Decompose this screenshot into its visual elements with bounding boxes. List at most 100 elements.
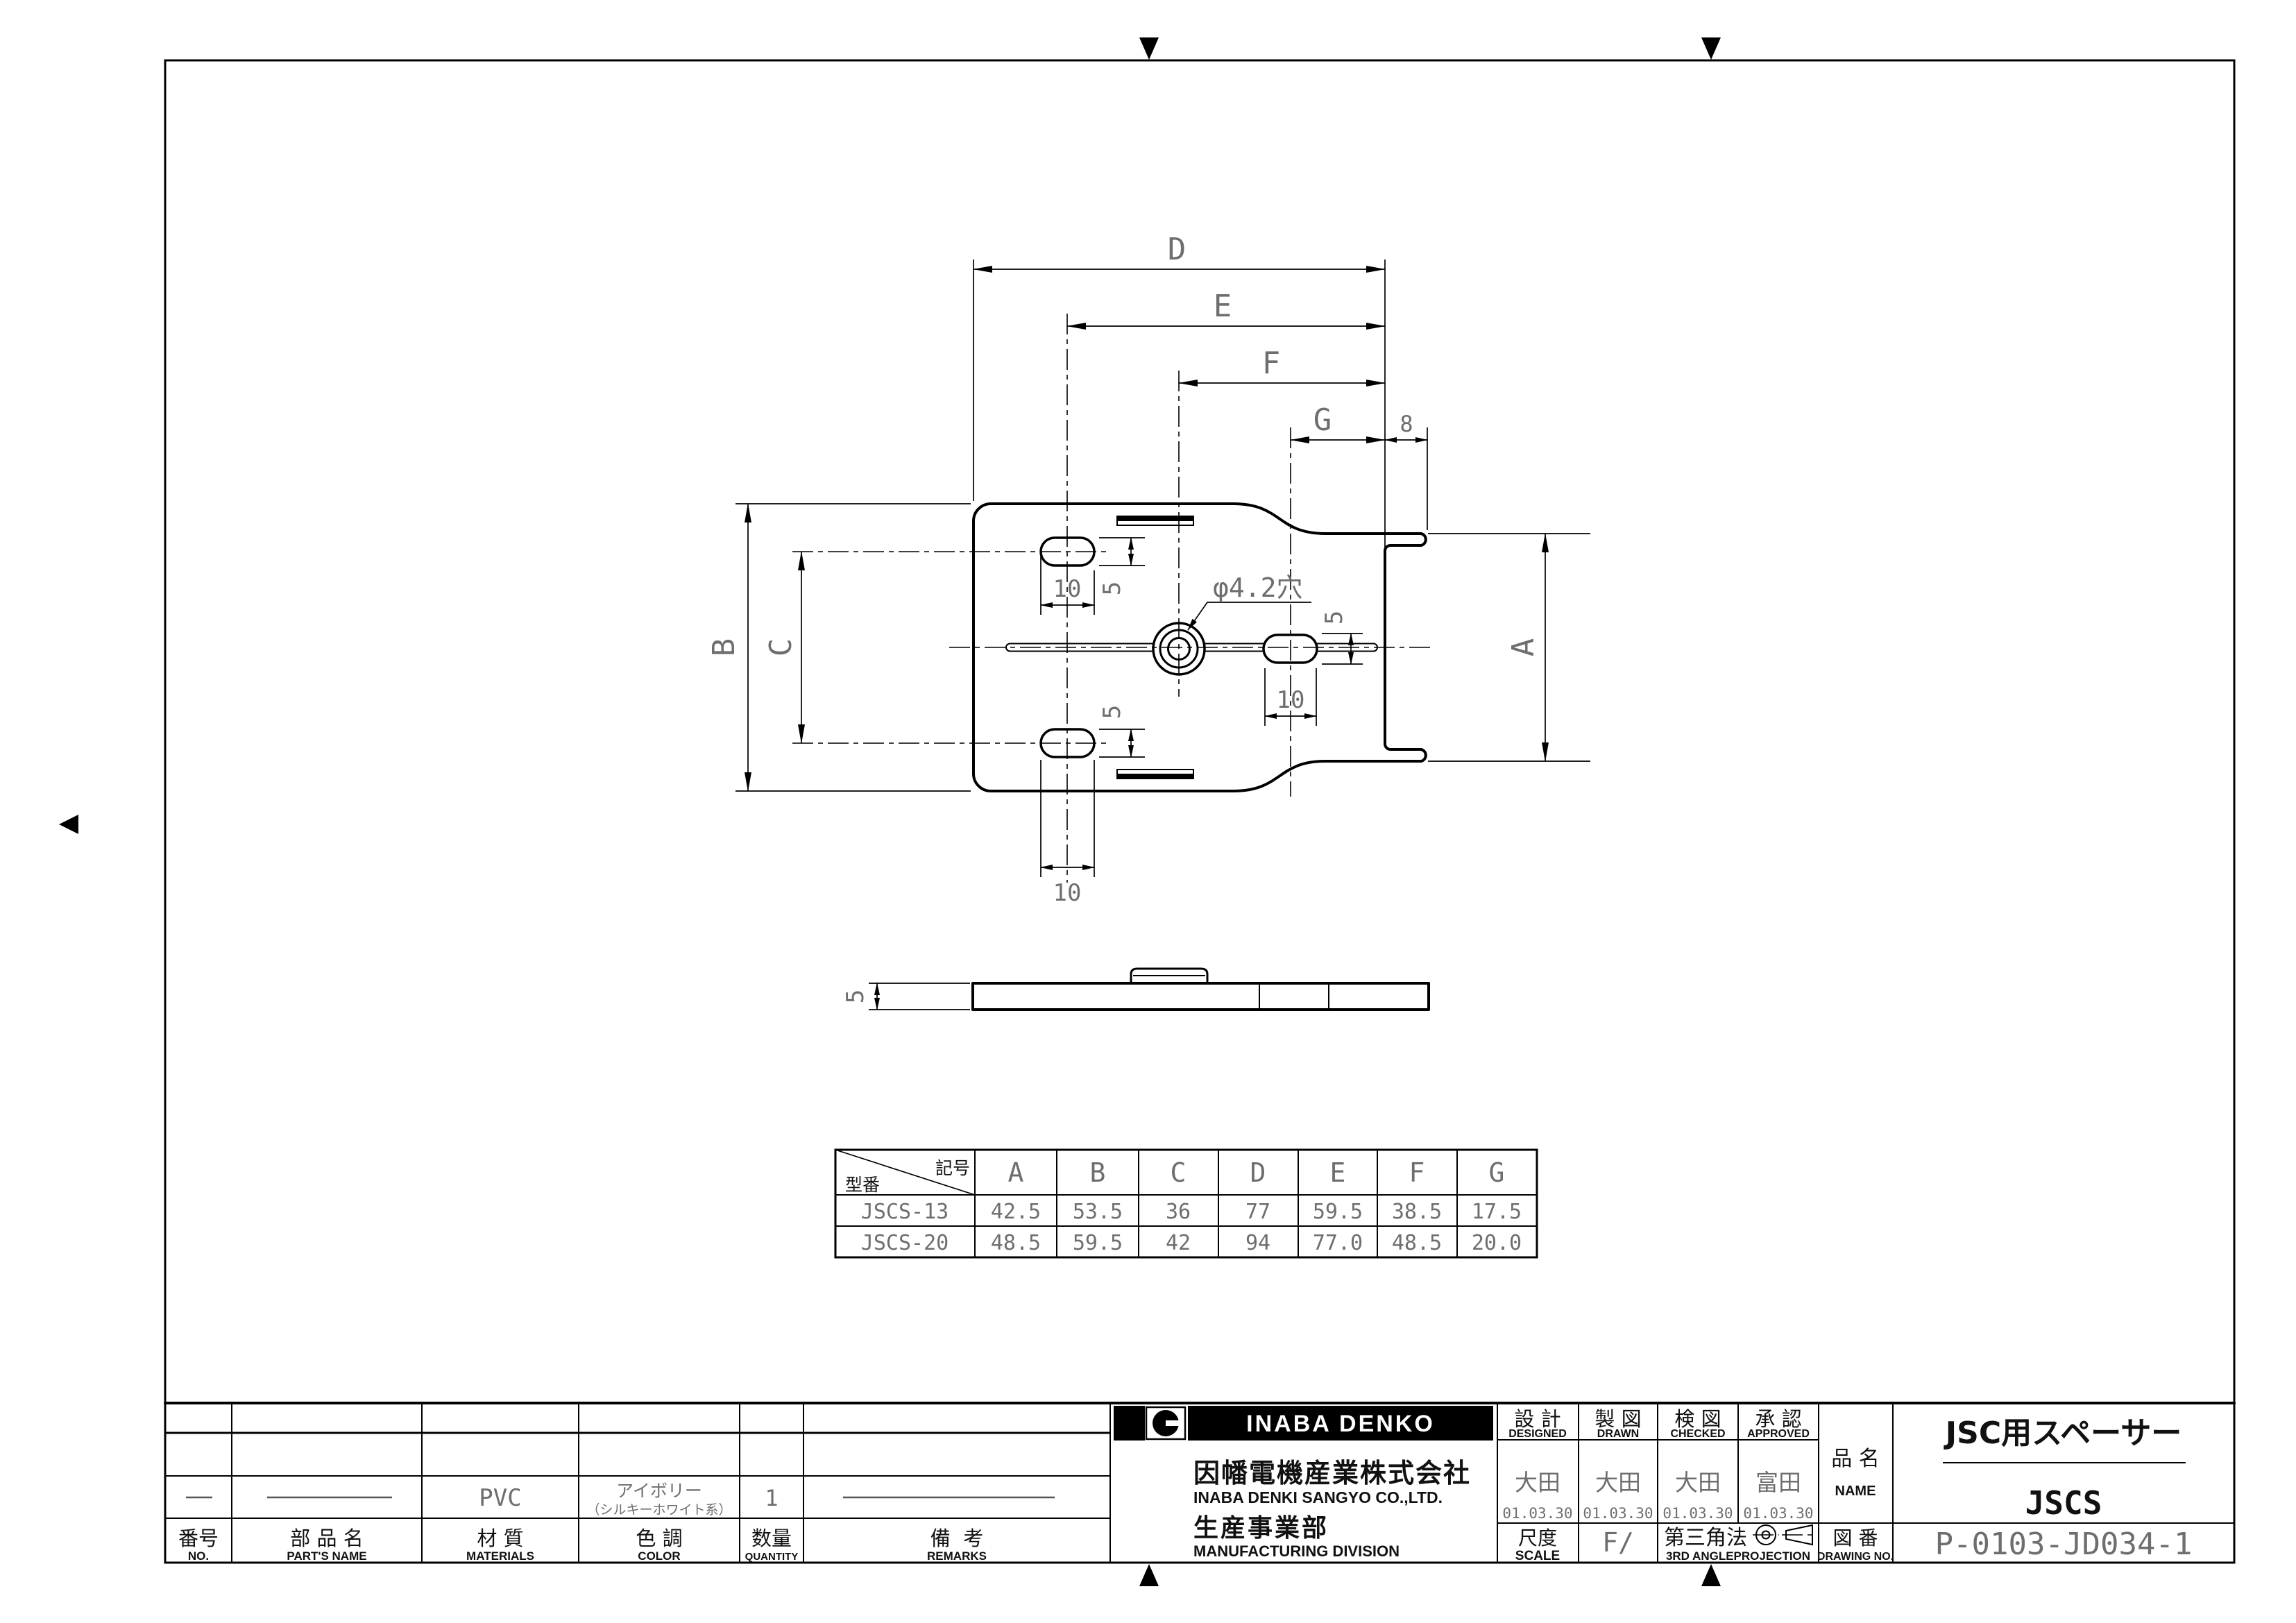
svg-text:77.0: 77.0 — [1313, 1231, 1363, 1255]
designed-label-en: DESIGNED — [1508, 1428, 1567, 1440]
model-jscs-13: JSCS-13 — [861, 1200, 949, 1224]
company-name-jp: 因幡電機産業株式会社 — [1193, 1458, 1471, 1488]
dim-label-5-right: 5 — [1320, 611, 1348, 624]
col-header-B: B — [1090, 1157, 1106, 1188]
hole-callout-label: φ4.2穴 — [1213, 572, 1303, 603]
dimension-lines — [745, 266, 1549, 870]
svg-text:59.5: 59.5 — [1313, 1200, 1363, 1224]
parts-row-material: PVC — [479, 1484, 521, 1512]
svg-text:42.5: 42.5 — [991, 1200, 1041, 1224]
parts-header-materials-en: MATERIALS — [466, 1549, 534, 1563]
drawing-number: P-0103-JD034-1 — [1935, 1527, 2193, 1562]
parts-header-no-en: NO. — [188, 1549, 209, 1563]
parts-table: PVC アイボリー （シルキーホワイト系） 1 番号 NO. 部 品 名 PAR… — [178, 1481, 1055, 1563]
parts-row-color-1: アイボリー — [616, 1481, 702, 1501]
col-header-G: G — [1489, 1157, 1505, 1188]
checked-name: 大田 — [1675, 1469, 1721, 1496]
product-title: JSC用スペーサー — [1944, 1416, 2182, 1451]
sheet-frame — [59, 37, 2236, 1586]
drawn-label-jp: 製 図 — [1595, 1407, 1641, 1431]
dim-label-10-top-left: 10 — [1053, 575, 1082, 603]
division-jp: 生産事業部 — [1193, 1514, 1329, 1543]
parts-header-quantity-jp: 数量 — [751, 1527, 792, 1550]
checked-label-en: CHECKED — [1670, 1428, 1725, 1440]
registration-mark-left-icon — [59, 815, 78, 834]
drawn-label-en: DRAWN — [1597, 1428, 1639, 1440]
part-outline — [972, 502, 1427, 792]
product-code: JSCS — [2025, 1484, 2102, 1522]
parts-header-name-jp: 部 品 名 — [290, 1527, 363, 1550]
parts-row-quantity: 1 — [765, 1485, 778, 1511]
drawn-date: 01.03.30 — [1583, 1505, 1653, 1522]
svg-text:20.0: 20.0 — [1472, 1231, 1522, 1255]
scale-label-en: SCALE — [1515, 1549, 1560, 1563]
hole-callout: φ4.2穴 — [1187, 572, 1311, 631]
drawn-name: 大田 — [1595, 1469, 1641, 1496]
dim-label-a: A — [1506, 638, 1541, 657]
registration-mark-top-left-icon — [1139, 37, 1159, 60]
dim-label-5-thickness: 5 — [842, 989, 869, 1003]
table-row: JSCS-13 42.5 53.5 36 77 59.5 38.5 17.5 — [861, 1200, 1522, 1224]
dim-label-b: B — [706, 638, 742, 657]
table-corner-symbol: 記号 — [935, 1158, 970, 1178]
top-slit-hole — [1116, 516, 1194, 526]
designed-date: 01.03.30 — [1502, 1505, 1572, 1522]
svg-text:17.5: 17.5 — [1472, 1200, 1522, 1224]
registration-mark-top-right-icon — [1701, 37, 1721, 60]
dim-label-8: 8 — [1400, 411, 1413, 437]
dim-label-c: C — [763, 638, 799, 657]
svg-text:38.5: 38.5 — [1392, 1200, 1442, 1224]
approved-date: 01.03.30 — [1743, 1505, 1813, 1522]
parts-header-remarks-jp: 備 考 — [930, 1527, 983, 1550]
designed-label-jp: 設 計 — [1514, 1407, 1561, 1431]
svg-text:36: 36 — [1166, 1200, 1191, 1224]
company-name-en: INABA DENKI SANGYO CO.,LTD. — [1193, 1488, 1443, 1506]
dim-label-5-bottom-left: 5 — [1098, 705, 1126, 719]
svg-text:53.5: 53.5 — [1073, 1200, 1123, 1224]
center-lines — [792, 314, 1434, 883]
parts-header-name-en: PART'S NAME — [287, 1549, 366, 1563]
svg-text:94: 94 — [1245, 1231, 1270, 1255]
model-jscs-20: JSCS-20 — [861, 1231, 949, 1255]
parts-header-quantity-en: QUANTITY — [745, 1551, 799, 1563]
dim-label-d: D — [1168, 232, 1187, 267]
division-en: MANUFACTURING DIVISION — [1193, 1543, 1400, 1560]
logo-banner — [1188, 1406, 1493, 1441]
side-view-boss — [1130, 967, 1209, 983]
parts-row-color-2: （シルキーホワイト系） — [586, 1502, 731, 1518]
svg-text:59.5: 59.5 — [1073, 1231, 1123, 1255]
registration-mark-bottom-right-icon — [1701, 1564, 1721, 1586]
maker-block: INABA DENKO 因幡電機産業株式会社 INABA DENKI SANGY… — [1114, 1406, 1493, 1560]
table-corner-model: 型番 — [845, 1175, 880, 1195]
name-label-jp: 品 名 — [1831, 1447, 1880, 1471]
third-angle-projection-icon — [1753, 1524, 1817, 1546]
scale-value: F∕ — [1602, 1527, 1634, 1558]
bottom-slit-hole — [1116, 769, 1194, 779]
side-view-plate — [971, 982, 1430, 1011]
parts-header-color-jp: 色 調 — [636, 1527, 682, 1550]
logo-text: INABA DENKO — [1246, 1411, 1435, 1437]
table-row: JSCS-20 48.5 59.5 42 94 77.0 48.5 20.0 — [861, 1231, 1522, 1255]
dim-label-f: F — [1262, 346, 1281, 381]
parts-header-no-jp: 番号 — [178, 1527, 219, 1550]
side-view: 5 — [842, 967, 1430, 1011]
svg-text:48.5: 48.5 — [1392, 1231, 1442, 1255]
col-header-E: E — [1330, 1157, 1346, 1188]
scale-label-jp: 尺度 — [1518, 1527, 1557, 1549]
parts-header-remarks-en: REMARKS — [927, 1549, 987, 1563]
col-header-A: A — [1008, 1157, 1024, 1188]
designed-name: 大田 — [1515, 1469, 1561, 1496]
registration-mark-bottom-left-icon — [1139, 1564, 1159, 1586]
svg-text:48.5: 48.5 — [991, 1231, 1041, 1255]
svg-text:42: 42 — [1166, 1231, 1191, 1255]
dimension-labels: D E F G 8 B C A 10 5 10 5 10 5 — [706, 232, 1541, 907]
parts-header-color-en: COLOR — [638, 1549, 680, 1563]
drawing-no-label-jp: 図 番 — [1833, 1527, 1878, 1549]
projection-label-jp: 第三角法 — [1664, 1526, 1747, 1550]
extension-lines — [735, 260, 1590, 877]
border-frame — [164, 59, 2236, 1564]
dim-label-e: E — [1214, 289, 1232, 324]
parts-header-materials-jp: 材 質 — [477, 1527, 523, 1550]
title-block: 設 計 DESIGNED 大田 01.03.30 製 図 DRAWN 大田 01… — [1502, 1407, 2192, 1563]
